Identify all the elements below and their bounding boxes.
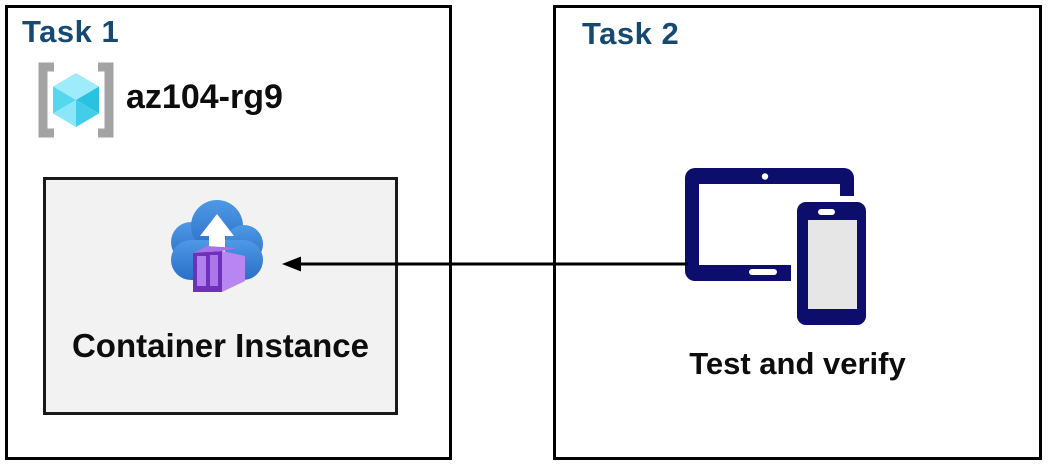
container-cube — [193, 246, 245, 292]
container-instance-icon — [171, 200, 263, 292]
devices-icon — [685, 168, 866, 325]
resource-group-icon — [38, 62, 114, 138]
task2-title: Task 2 — [582, 16, 680, 51]
arrowhead-left — [282, 256, 301, 272]
task1-box: Task 1 az104-rg9 — [5, 5, 452, 460]
container-instance-label: Container Instance — [71, 327, 370, 364]
resource-group-name: az104-rg9 — [126, 78, 283, 116]
flow-arrow — [282, 256, 688, 272]
upload-arrow — [200, 214, 234, 258]
task2-box: Task 2 Test and verify — [553, 5, 1042, 460]
container-instance-box: Container Instance — [43, 177, 398, 415]
test-and-verify-label: Test and verify — [689, 346, 906, 381]
task1-title: Task 1 — [22, 14, 120, 49]
phone-icon — [791, 196, 866, 325]
